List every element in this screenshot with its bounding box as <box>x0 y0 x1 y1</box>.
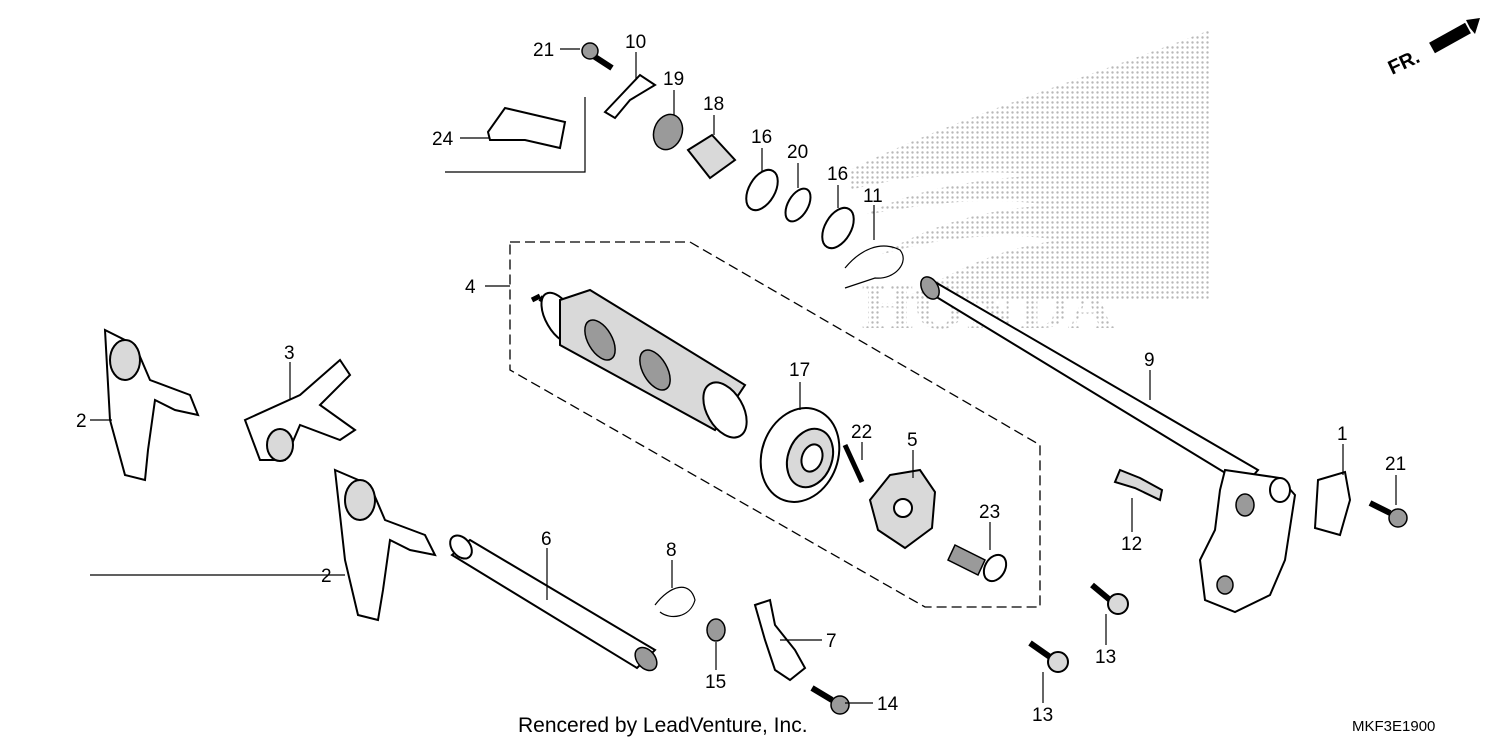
callout-15: 15 <box>705 672 726 693</box>
callout-5: 5 <box>907 430 918 451</box>
callout-22: 22 <box>851 422 872 443</box>
callout-21-right: 21 <box>1385 454 1406 475</box>
callout-2-lower: 2 <box>321 566 332 587</box>
callout-13-lower: 13 <box>1032 705 1053 726</box>
bearing-19 <box>652 113 684 151</box>
callout-9: 9 <box>1144 350 1155 371</box>
assembly-group-box <box>509 241 1041 608</box>
callout-24: 24 <box>432 129 454 150</box>
shift-drum <box>530 288 748 439</box>
callout-1: 1 <box>1337 424 1348 445</box>
flange-bolt-right <box>1368 500 1408 528</box>
callout-16-right: 16 <box>827 164 848 185</box>
callout-8: 8 <box>666 540 677 561</box>
diagram-code: MKF3E1900 <box>1352 718 1435 735</box>
honda-wing-logo: HONDA <box>850 30 1210 342</box>
bracket-plate <box>486 106 567 150</box>
needle-bearing <box>686 133 737 180</box>
callout-17: 17 <box>789 360 810 381</box>
shift-fork-left <box>103 328 200 482</box>
credit-text: Rencered by LeadVenture, Inc. <box>518 714 808 737</box>
fork-shaft <box>449 534 658 672</box>
arrow-icon <box>1432 18 1480 50</box>
drum-center-plate <box>868 468 937 550</box>
stopper-pin <box>1113 468 1164 502</box>
washer-15 <box>706 618 726 642</box>
callout-7: 7 <box>826 631 837 652</box>
callout-labels: 1 2 2 3 4 5 6 7 8 9 10 11 12 13 13 14 15… <box>76 32 1406 726</box>
callout-16-left: 16 <box>751 127 772 148</box>
drum-stopper-arm <box>603 73 657 120</box>
callout-18: 18 <box>703 94 724 115</box>
callout-11: 11 <box>863 186 883 207</box>
bolt-14 <box>810 685 850 715</box>
washer-16-second <box>821 206 855 250</box>
callout-13-upper: 13 <box>1095 647 1116 668</box>
front-direction-arrow: FR. <box>1385 18 1480 80</box>
flange-bolt-top <box>581 42 614 71</box>
drum-bearing <box>759 407 841 503</box>
callout-19: 19 <box>663 69 684 90</box>
bolt-13-upper <box>1090 582 1129 615</box>
gearshift-spindle <box>920 276 1297 614</box>
fr-label: FR. <box>1385 46 1423 80</box>
washer-16-first <box>745 168 779 212</box>
callout-6: 6 <box>541 529 552 550</box>
leader-lines <box>90 48 1397 704</box>
callout-3: 3 <box>284 343 295 364</box>
stopper-bracket <box>1313 470 1352 537</box>
snap-ring <box>784 187 812 223</box>
callout-23: 23 <box>979 502 1000 523</box>
callout-12: 12 <box>1121 534 1142 555</box>
socket-bolt <box>947 543 1008 583</box>
bolt-13-lower <box>1028 640 1069 673</box>
shift-fork-bottom <box>333 468 437 622</box>
callout-2-upper: 2 <box>76 411 87 432</box>
callout-20: 20 <box>787 142 808 163</box>
bracket-group-line <box>445 97 586 173</box>
return-spring <box>844 245 904 289</box>
callout-14: 14 <box>877 694 899 715</box>
honda-logo-text: HONDA <box>860 274 1115 342</box>
callout-21-top: 21 <box>533 40 554 61</box>
callout-10: 10 <box>625 32 646 53</box>
stopper-spring <box>654 586 696 618</box>
shift-fork-center <box>243 358 357 462</box>
callout-4: 4 <box>465 277 476 298</box>
dowel-pin <box>842 443 865 484</box>
